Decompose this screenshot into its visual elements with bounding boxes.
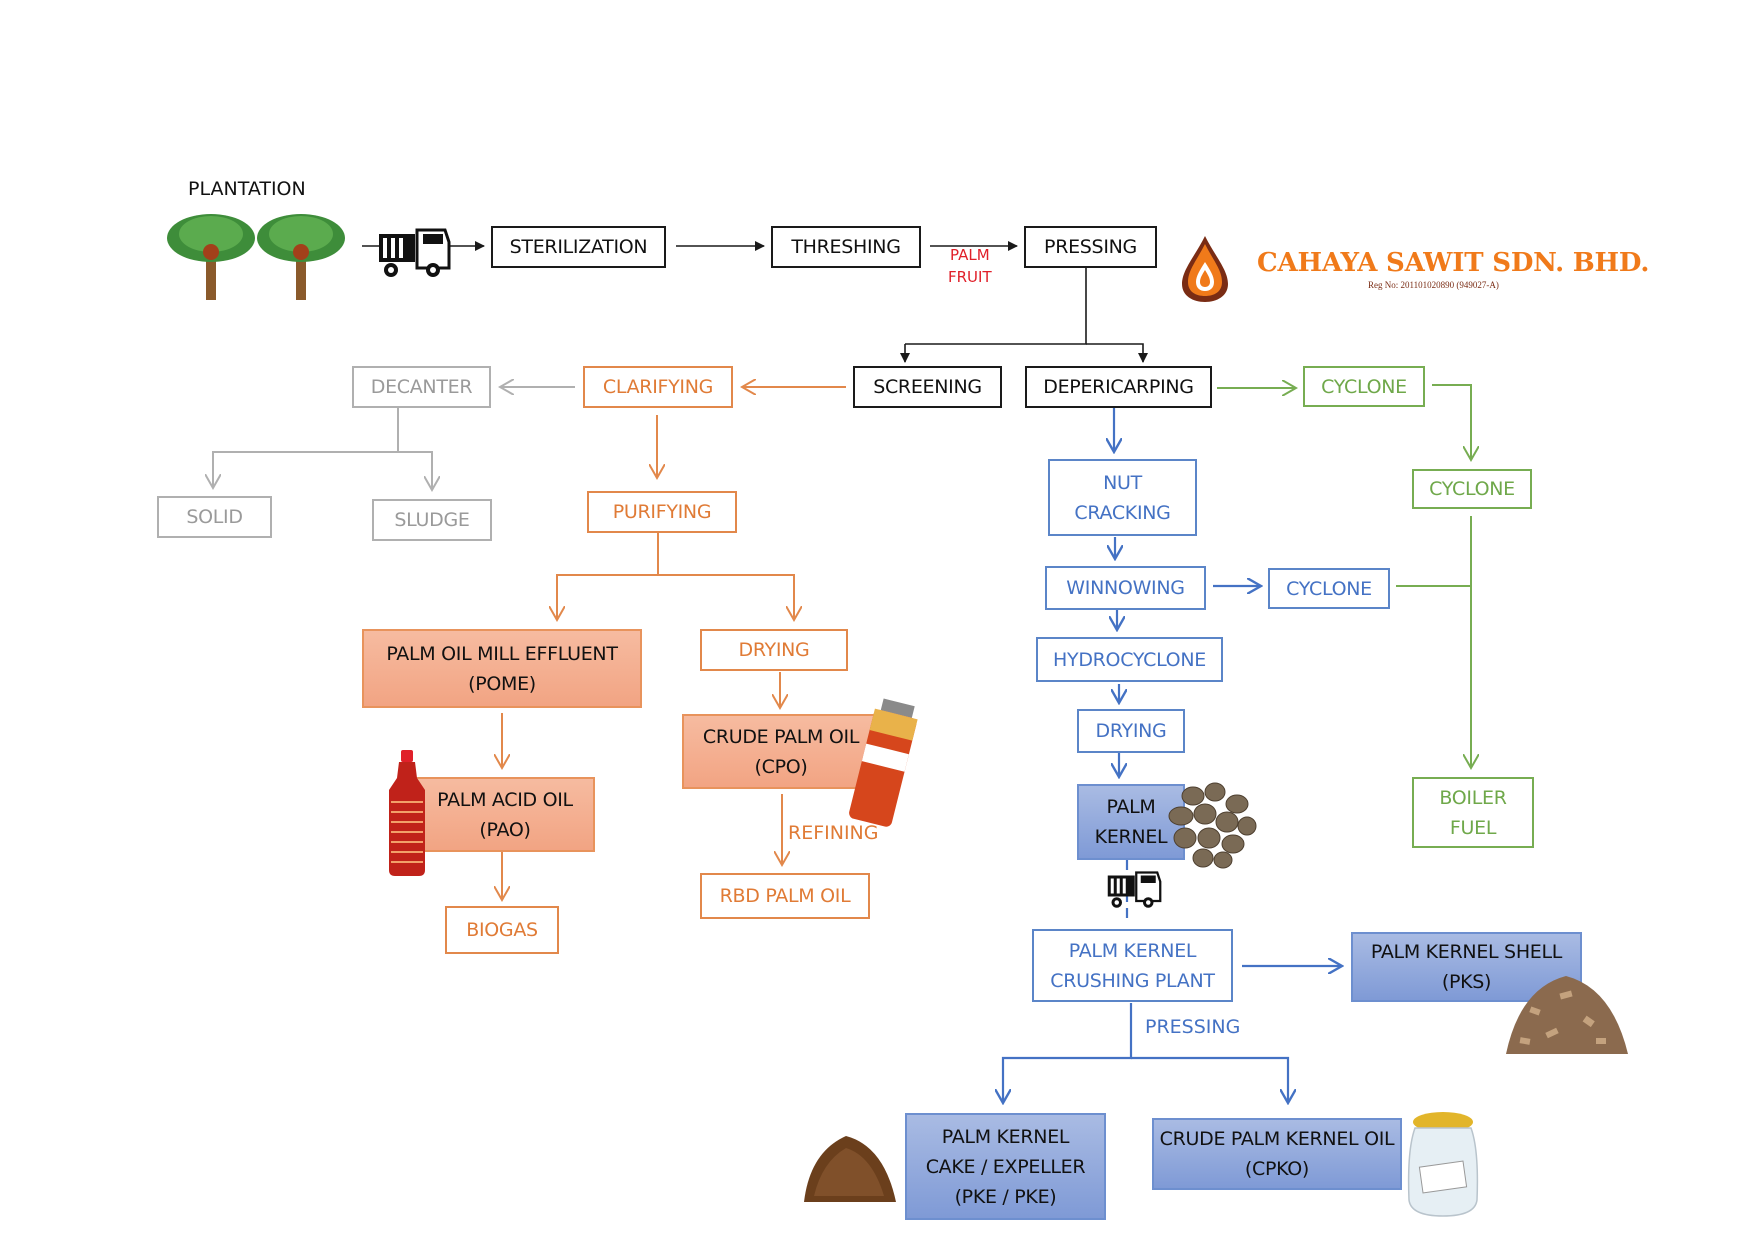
- cyclone-shell-node: CYCLONE: [1268, 568, 1390, 609]
- winnowing-node: WINNOWING: [1045, 566, 1206, 610]
- biogas-node: BIOGAS: [445, 906, 559, 954]
- kernel-shells-image: [1500, 968, 1632, 1060]
- cyclone-fibre-2-node: CYCLONE: [1412, 469, 1532, 509]
- refining-label: REFINING: [788, 822, 879, 844]
- palm-fruit-label: PALM FRUIT: [948, 246, 992, 286]
- pao-node: PALM ACID OIL (PAO): [415, 777, 595, 852]
- pk-crushing-plant-node: PALM KERNEL CRUSHING PLANT: [1032, 929, 1233, 1002]
- plantation-label: PLANTATION: [188, 178, 306, 200]
- oil-drop-logo-icon: [1180, 234, 1230, 304]
- threshing-node: THRESHING: [771, 226, 921, 268]
- company-reg-no: Reg No: 201101020890 (949027-A): [1368, 280, 1499, 290]
- sterilization-node: STERILIZATION: [491, 226, 666, 268]
- connector-pressing-split: [905, 268, 1087, 345]
- cpo-bottle-image: [842, 696, 922, 830]
- drying-oil-node: DRYING: [700, 629, 848, 671]
- cpo-node: CRUDE PALM OIL (CPO): [682, 714, 880, 789]
- boiler-fuel-node: BOILER FUEL: [1412, 777, 1534, 848]
- palm-tree-icon: [257, 214, 345, 300]
- palm-kernels-image: [1163, 778, 1257, 870]
- cyclone-fibre-node: CYCLONE: [1303, 366, 1425, 407]
- cpko-node: CRUDE PALM KERNEL OIL (CPKO): [1152, 1118, 1402, 1190]
- solid-node: SOLID: [157, 496, 272, 538]
- palm-tree-icon: [167, 214, 255, 300]
- connector-purifying-split: [557, 533, 659, 620]
- connector-crushing-split: [1003, 1003, 1133, 1103]
- pressing-kernel-label: PRESSING: [1145, 1016, 1241, 1038]
- truck-icon: [377, 224, 451, 280]
- arrow-to-drying-oil: [658, 574, 794, 620]
- pks-node: PALM KERNEL SHELL (PKS): [1351, 932, 1582, 1002]
- pao-bottle-image: [385, 750, 431, 878]
- truck-small-icon: [1106, 868, 1162, 910]
- sludge-node: SLUDGE: [372, 499, 492, 541]
- pome-node: PALM OIL MILL EFFLUENT (POME): [362, 629, 642, 708]
- purifying-node: PURIFYING: [587, 491, 737, 533]
- hydrocyclone-node: HYDROCYCLONE: [1036, 637, 1223, 682]
- arrow-cyclone-to-cyclone: [1432, 384, 1471, 460]
- cpko-jar-image: [1403, 1110, 1483, 1220]
- nut-cracking-node: NUT CRACKING: [1048, 459, 1197, 536]
- screening-node: SCREENING: [853, 366, 1002, 408]
- arrow-to-depericarping: [1086, 343, 1148, 363]
- company-name: CAHAYA SAWIT SDN. BHD.: [1257, 248, 1650, 278]
- decanter-node: DECANTER: [352, 366, 491, 408]
- clarifying-node: CLARIFYING: [583, 366, 733, 408]
- arrow-to-sludge: [398, 451, 432, 490]
- connector-decanter-split: [213, 408, 399, 488]
- depericarping-node: DEPERICARPING: [1025, 366, 1212, 408]
- rbd-palm-oil-node: RBD PALM OIL: [700, 873, 870, 919]
- palm-trees-image: [166, 208, 348, 300]
- kernel-cake-image: [800, 1122, 900, 1208]
- arrow-to-cpko: [1131, 1056, 1288, 1103]
- pressing-node: PRESSING: [1024, 226, 1157, 268]
- drying-kernel-node: DRYING: [1077, 709, 1185, 753]
- pke-node: PALM KERNEL CAKE / EXPELLER (PKE / PKE): [905, 1113, 1106, 1220]
